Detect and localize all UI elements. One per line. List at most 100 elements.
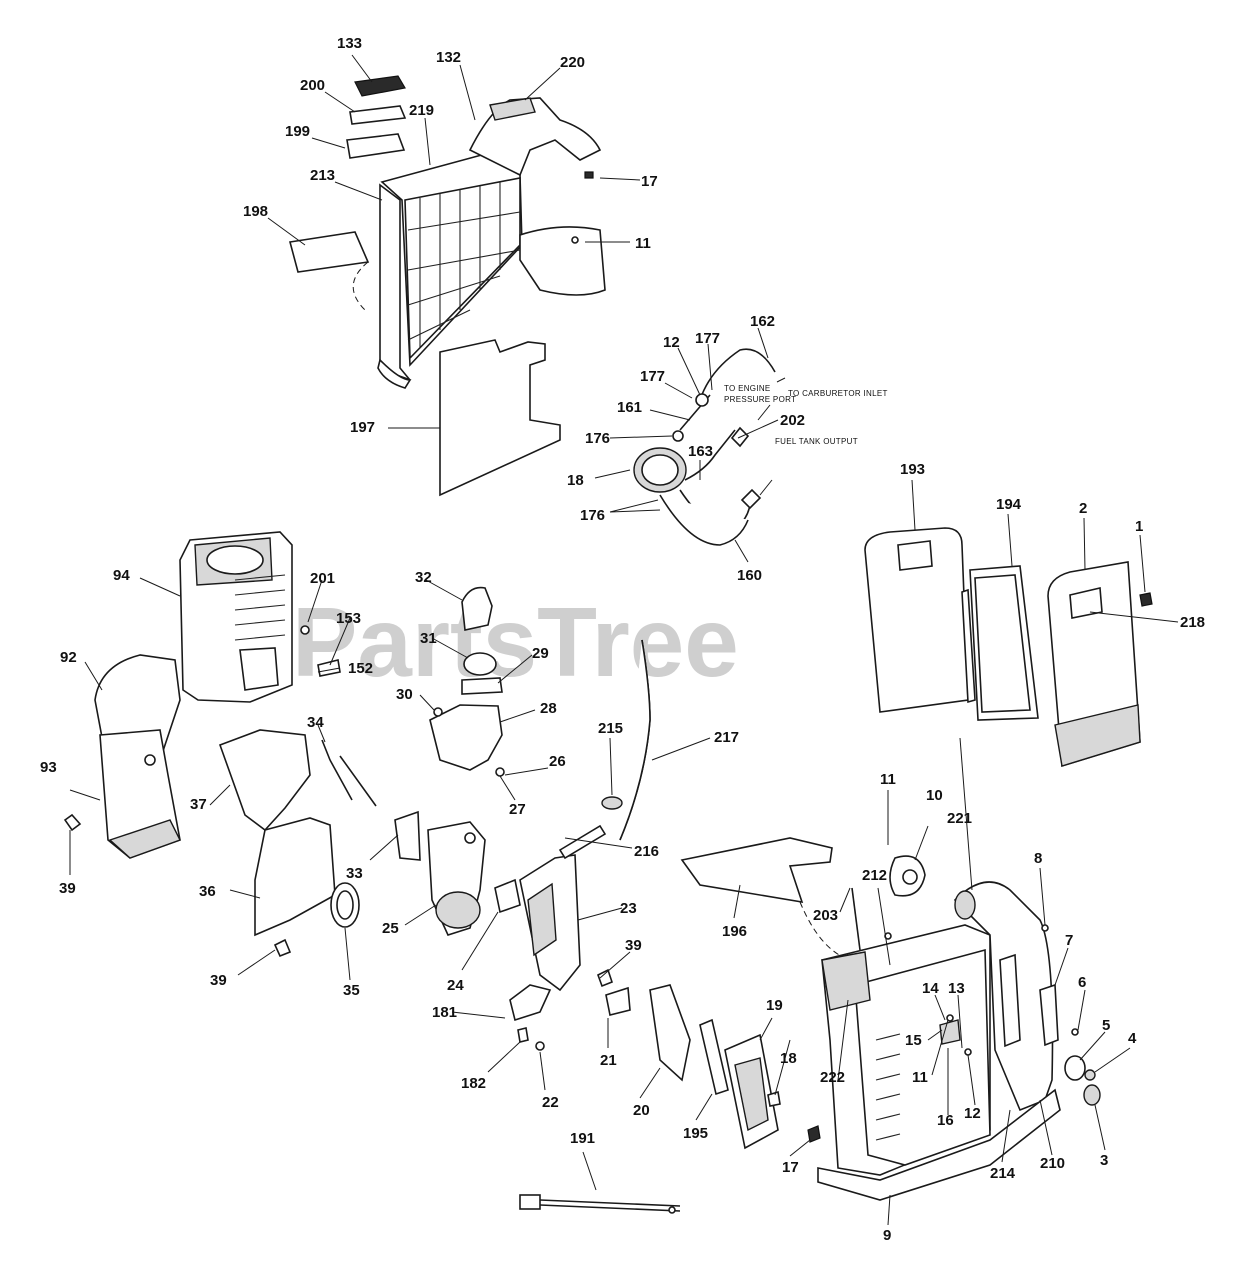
- part-fuel-tank-housing: [680, 837, 1101, 1201]
- part-34: [321, 739, 377, 807]
- callout-194: 194: [996, 496, 1022, 513]
- callout-3: 3: [1100, 1152, 1108, 1169]
- callout-132: 132: [436, 49, 461, 66]
- leader-lines: [69, 54, 1179, 1226]
- callout-24: 24: [447, 977, 464, 994]
- callout-162: 162: [750, 313, 775, 330]
- callout-197: 197: [350, 419, 375, 436]
- part-plates: [864, 527, 1153, 768]
- callout-33: 33: [346, 865, 363, 882]
- callout-221: 221: [947, 810, 972, 827]
- callout-32: 32: [415, 569, 432, 586]
- callout-39-c: 39: [625, 937, 642, 954]
- callout-39-a: 39: [59, 880, 76, 897]
- callout-21: 21: [600, 1052, 617, 1069]
- callout-39-b: 39: [210, 972, 227, 989]
- callout-215: 215: [598, 720, 623, 737]
- callout-20: 20: [633, 1102, 650, 1119]
- callout-12: 12: [663, 334, 680, 351]
- callout-18: 18: [567, 472, 584, 489]
- callout-202: 202: [780, 412, 805, 429]
- callout-8: 8: [1034, 850, 1042, 867]
- callout-25: 25: [382, 920, 399, 937]
- callout-22: 22: [542, 1094, 559, 1111]
- callout-195: 195: [683, 1125, 708, 1142]
- callout-4: 4: [1128, 1030, 1137, 1047]
- note-carb-inlet: TO CARBURETOR INLET: [788, 389, 888, 398]
- callout-12-b: 12: [964, 1105, 981, 1122]
- callout-6: 6: [1078, 974, 1086, 991]
- callout-11-b: 11: [880, 771, 896, 788]
- callout-7: 7: [1065, 932, 1073, 949]
- callout-176-b: 176: [580, 507, 605, 524]
- callout-19: 19: [766, 997, 783, 1014]
- part-17-top: [584, 171, 594, 179]
- callout-9: 9: [883, 1227, 891, 1244]
- note-pressure-port: PRESSURE PORT: [724, 395, 796, 404]
- callout-23: 23: [620, 900, 637, 917]
- part-handle: [649, 984, 821, 1150]
- callout-203: 203: [813, 907, 838, 924]
- callout-161: 161: [617, 399, 642, 416]
- callout-201: 201: [310, 570, 335, 587]
- part-frame: [377, 97, 606, 389]
- callout-34: 34: [307, 714, 324, 731]
- callout-212: 212: [862, 867, 887, 884]
- callout-199: 199: [285, 123, 310, 140]
- callout-219: 219: [409, 102, 434, 119]
- callout-210: 210: [1040, 1155, 1065, 1172]
- callout-15: 15: [905, 1032, 922, 1049]
- callout-17-b: 17: [782, 1159, 799, 1176]
- callout-153: 153: [336, 610, 361, 627]
- part-tube-191: [519, 1194, 681, 1214]
- callout-94: 94: [113, 567, 130, 584]
- callout-217: 217: [714, 729, 739, 746]
- callout-222: 222: [820, 1069, 845, 1086]
- part-11-top: [571, 236, 579, 244]
- part-hose: [558, 639, 651, 860]
- callout-93: 93: [40, 759, 57, 776]
- callout-36: 36: [199, 883, 216, 900]
- callout-193: 193: [900, 461, 925, 478]
- watermark: PartsTree: [292, 587, 739, 697]
- callout-218: 218: [1180, 614, 1205, 631]
- callout-11-c: 11: [912, 1069, 928, 1086]
- callout-196: 196: [722, 923, 747, 940]
- callout-216: 216: [634, 843, 659, 860]
- note-fuel-tank-output: FUEL TANK OUTPUT: [775, 437, 858, 446]
- callout-26: 26: [549, 753, 566, 770]
- callout-27: 27: [509, 801, 526, 818]
- part-engine: [179, 531, 341, 703]
- callout-37: 37: [190, 796, 207, 813]
- callout-10: 10: [926, 787, 943, 804]
- callout-176-a: 176: [585, 430, 610, 447]
- callout-30: 30: [396, 686, 413, 703]
- callout-213: 213: [310, 167, 335, 184]
- part-covers-left: [63, 654, 360, 958]
- callout-92: 92: [60, 649, 77, 666]
- callout-29: 29: [532, 645, 549, 662]
- callout-16: 16: [937, 1112, 954, 1129]
- part-filter-cover: [288, 75, 407, 273]
- callout-35: 35: [343, 982, 360, 999]
- callout-152: 152: [348, 660, 373, 677]
- callout-182: 182: [461, 1075, 486, 1092]
- callout-17: 17: [641, 173, 658, 190]
- callout-31: 31: [420, 630, 437, 647]
- callout-11: 11: [635, 235, 651, 252]
- callout-177-a: 177: [695, 330, 720, 347]
- callout-191: 191: [570, 1130, 595, 1147]
- part-gasket-197: [439, 339, 561, 497]
- callout-177-b: 177: [640, 368, 665, 385]
- note-engine: TO ENGINE: [724, 384, 771, 393]
- callout-198: 198: [243, 203, 268, 220]
- callout-18-b: 18: [780, 1050, 797, 1067]
- callout-163: 163: [688, 443, 713, 460]
- callout-200: 200: [300, 77, 325, 94]
- callout-160: 160: [737, 567, 762, 584]
- callout-2: 2: [1079, 500, 1087, 517]
- callout-1: 1: [1135, 518, 1143, 535]
- callout-214: 214: [990, 1165, 1016, 1182]
- part-throttle-housing: [509, 854, 631, 1051]
